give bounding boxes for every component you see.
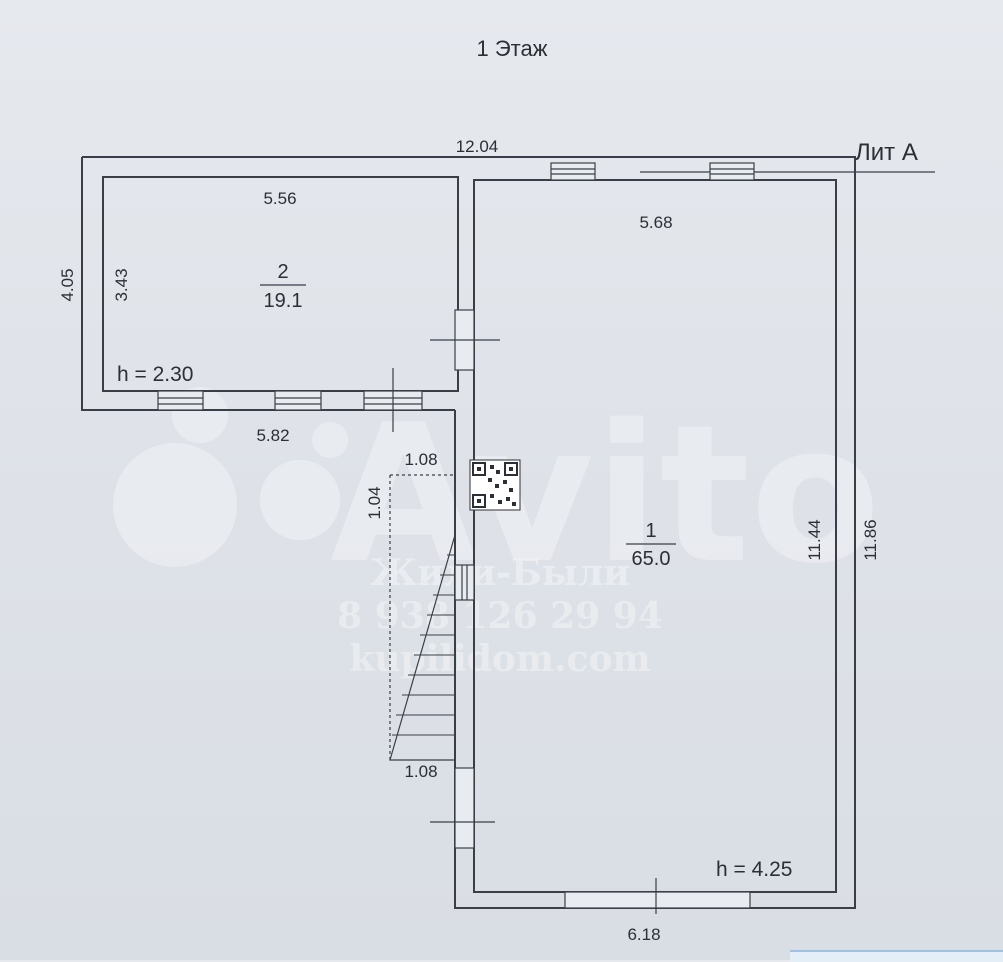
dim-stair-top: 1.08 — [404, 450, 437, 469]
window-top-1 — [550, 162, 596, 181]
dim-room1-top: 5.68 — [639, 213, 672, 232]
watermark-logo-icon: Avito — [113, 384, 881, 605]
dim-bottom-width: 6.18 — [627, 925, 660, 944]
watermark-agency: Жили-Были — [370, 552, 630, 594]
room-2-area: 19.1 — [264, 290, 303, 312]
watermark-brand: Avito — [330, 384, 881, 605]
dim-stair-depth: 1.04 — [365, 486, 384, 519]
window-top-2 — [709, 162, 755, 181]
bottom-edge-strip — [790, 950, 1003, 962]
dim-room2-top: 5.56 — [263, 189, 296, 208]
dim-room1-height: 11.44 — [805, 519, 824, 560]
room-2-number: 2 — [277, 261, 288, 283]
window-left-3 — [454, 767, 475, 849]
room-1-number: 1 — [645, 520, 656, 542]
dim-stair-bottom: 1.08 — [404, 762, 437, 781]
room-1-height: h = 4.25 — [716, 858, 792, 881]
qr-code-icon — [469, 459, 521, 511]
dim-total-width: 12.04 — [456, 137, 499, 156]
dim-room2-bottom: 5.82 — [256, 426, 289, 445]
window-left-2 — [454, 564, 475, 601]
window-bottom-1 — [564, 891, 751, 909]
room-1-area: 65.0 — [632, 548, 671, 570]
window-room2-1 — [157, 390, 204, 411]
dim-right-height: 11.86 — [861, 519, 880, 560]
dim-room2-height: 3.43 — [112, 268, 131, 301]
room2-outer-wall — [81, 157, 455, 411]
staircase — [389, 474, 456, 761]
room-2: 2 19.1 h = 2.30 — [117, 261, 306, 386]
room2-inner-wall — [102, 176, 459, 392]
watermark: Avito Жили-Были 8 938 126 29 94 kupilido… — [113, 384, 881, 680]
room-2-height: h = 2.30 — [117, 363, 193, 386]
windows — [157, 162, 755, 909]
room-1: 1 65.0 h = 4.25 — [626, 520, 792, 881]
watermark-site: kupilidom.com — [349, 638, 650, 680]
dimension-labels: 12.04 5.56 5.82 5.68 6.18 1.08 1.08 4.05… — [58, 137, 880, 944]
watermark-phone: 8 938 126 29 94 — [337, 595, 663, 637]
building-label: Лит А — [855, 139, 918, 166]
floor-title: 1 Этаж — [477, 36, 548, 61]
stair-steps — [392, 554, 455, 736]
dim-left-height: 4.05 — [58, 268, 77, 301]
window-room2-2 — [274, 390, 322, 411]
door-marks — [392, 339, 657, 914]
